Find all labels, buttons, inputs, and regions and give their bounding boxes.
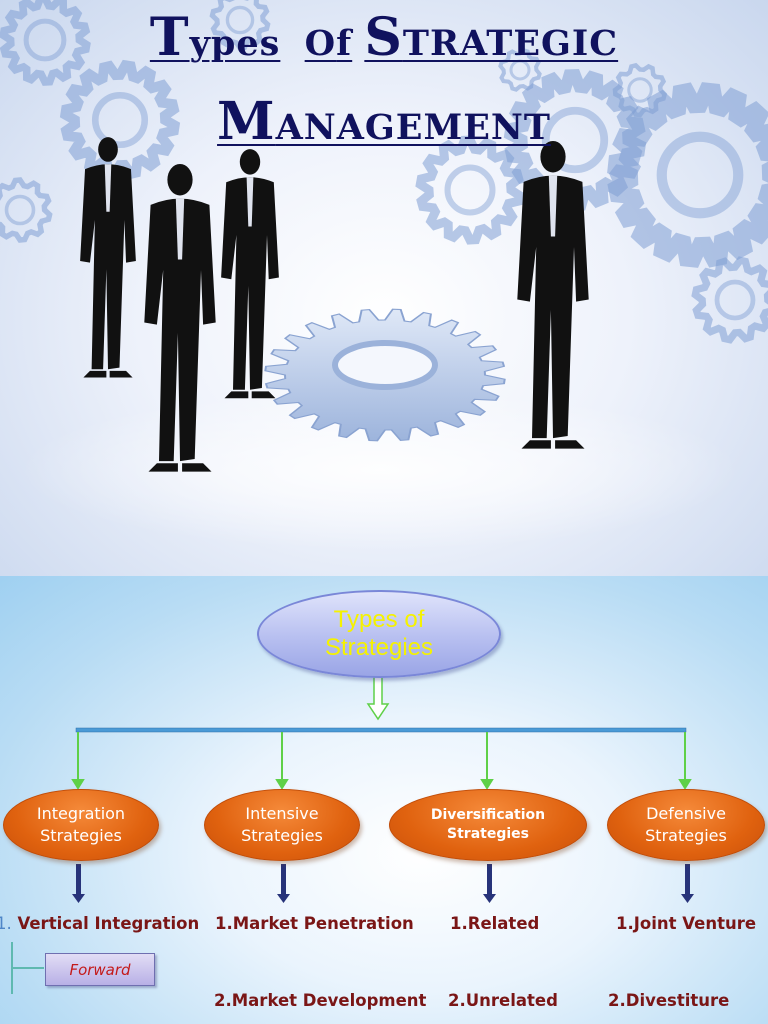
gear-hub-icon xyxy=(225,5,255,35)
gear-icon xyxy=(607,82,768,268)
branch-arrow-3 xyxy=(480,779,494,790)
businessman-silhouette xyxy=(517,140,589,449)
title-line-1: Types Of STRATEGIC xyxy=(149,7,619,68)
center-gear-icon xyxy=(264,308,506,442)
category-integration-strategies: Integration Strategies xyxy=(3,789,159,861)
branch-arrow-4 xyxy=(678,779,692,790)
category-label: Integration xyxy=(36,804,126,824)
horizontal-connector xyxy=(75,727,687,733)
item-market-penetration: 1.Market Penetration xyxy=(215,914,414,933)
category-label: Strategies xyxy=(241,826,323,845)
item-text: Vertical Integration xyxy=(11,914,200,933)
category-diversification-strategies: Diversification Strategies xyxy=(389,789,587,861)
title-line-2: MANAGEMENT xyxy=(217,91,551,152)
business-gears-illustration xyxy=(0,0,768,550)
businessman-silhouette xyxy=(80,137,136,378)
large-gear-hole xyxy=(332,340,438,390)
down-arrow-2 xyxy=(277,864,290,903)
category-label: Defensive xyxy=(646,804,726,824)
gear-icon xyxy=(612,62,668,118)
category-defensive-strategies: Defensive Strategies xyxy=(607,789,765,861)
gear-hub-icon xyxy=(444,164,496,216)
strategy-diagram-slide: Types of Strategies Integration Strategi… xyxy=(0,576,768,1024)
item-joint-venture: 1.Joint Venture xyxy=(616,914,757,933)
item-unrelated: 2.Unrelated xyxy=(448,991,558,1010)
gear-icon xyxy=(498,48,542,92)
category-label: Strategies xyxy=(447,826,529,842)
item-divestiture: 2.Divestiture xyxy=(608,991,730,1010)
down-arrow-1 xyxy=(72,864,85,903)
businessman-silhouette xyxy=(144,163,216,472)
gear-icon xyxy=(691,256,768,344)
item-number: 1. xyxy=(0,914,12,933)
gear-hub-icon xyxy=(4,194,36,226)
category-label: Diversification xyxy=(430,807,546,824)
businessmen-silhouettes xyxy=(80,137,589,472)
item-vertical-integration: 1. Vertical Integration xyxy=(0,914,199,933)
sub-tree-connector xyxy=(11,942,44,994)
gear-hub-icon xyxy=(509,59,531,81)
branch-arrow-2 xyxy=(275,779,289,790)
root-node-line-2: Strategies xyxy=(324,634,434,661)
businessman-silhouette xyxy=(221,149,279,399)
gear-icon xyxy=(59,59,181,181)
gear-icon xyxy=(415,135,525,245)
root-node-types-of-strategies: Types of Strategies xyxy=(257,590,501,678)
gear-hub-icon xyxy=(23,18,67,62)
category-label: Strategies xyxy=(645,826,727,845)
branch-arrow-1 xyxy=(71,779,85,790)
gear-icon xyxy=(503,69,647,211)
category-label: Strategies xyxy=(40,826,122,845)
title-slide: Types Of STRATEGIC MANAGEMENT xyxy=(0,0,768,576)
gear-icon xyxy=(209,0,271,51)
gear-hub-icon xyxy=(627,77,653,103)
sub-item-label: Forward xyxy=(69,960,131,979)
gear-hub-icon xyxy=(91,91,149,149)
category-label: Intensive xyxy=(245,804,319,824)
sub-item-forward: Forward xyxy=(45,953,155,986)
gear-hub-icon xyxy=(541,106,609,174)
gear-hub-icon xyxy=(714,279,756,321)
item-market-development: 2.Market Development xyxy=(214,991,427,1010)
root-down-arrow xyxy=(366,676,390,721)
gear-hub-icon xyxy=(656,131,744,219)
diagram-connectors xyxy=(11,676,694,994)
gear-icon xyxy=(0,177,53,243)
down-arrow-3 xyxy=(483,864,496,903)
gear-icon xyxy=(0,0,91,86)
background-gears xyxy=(0,0,768,344)
category-intensive-strategies: Intensive Strategies xyxy=(204,789,360,861)
item-related: 1.Related xyxy=(450,914,540,933)
root-node-line-1: Types of xyxy=(333,606,425,634)
down-arrow-4 xyxy=(681,864,694,903)
